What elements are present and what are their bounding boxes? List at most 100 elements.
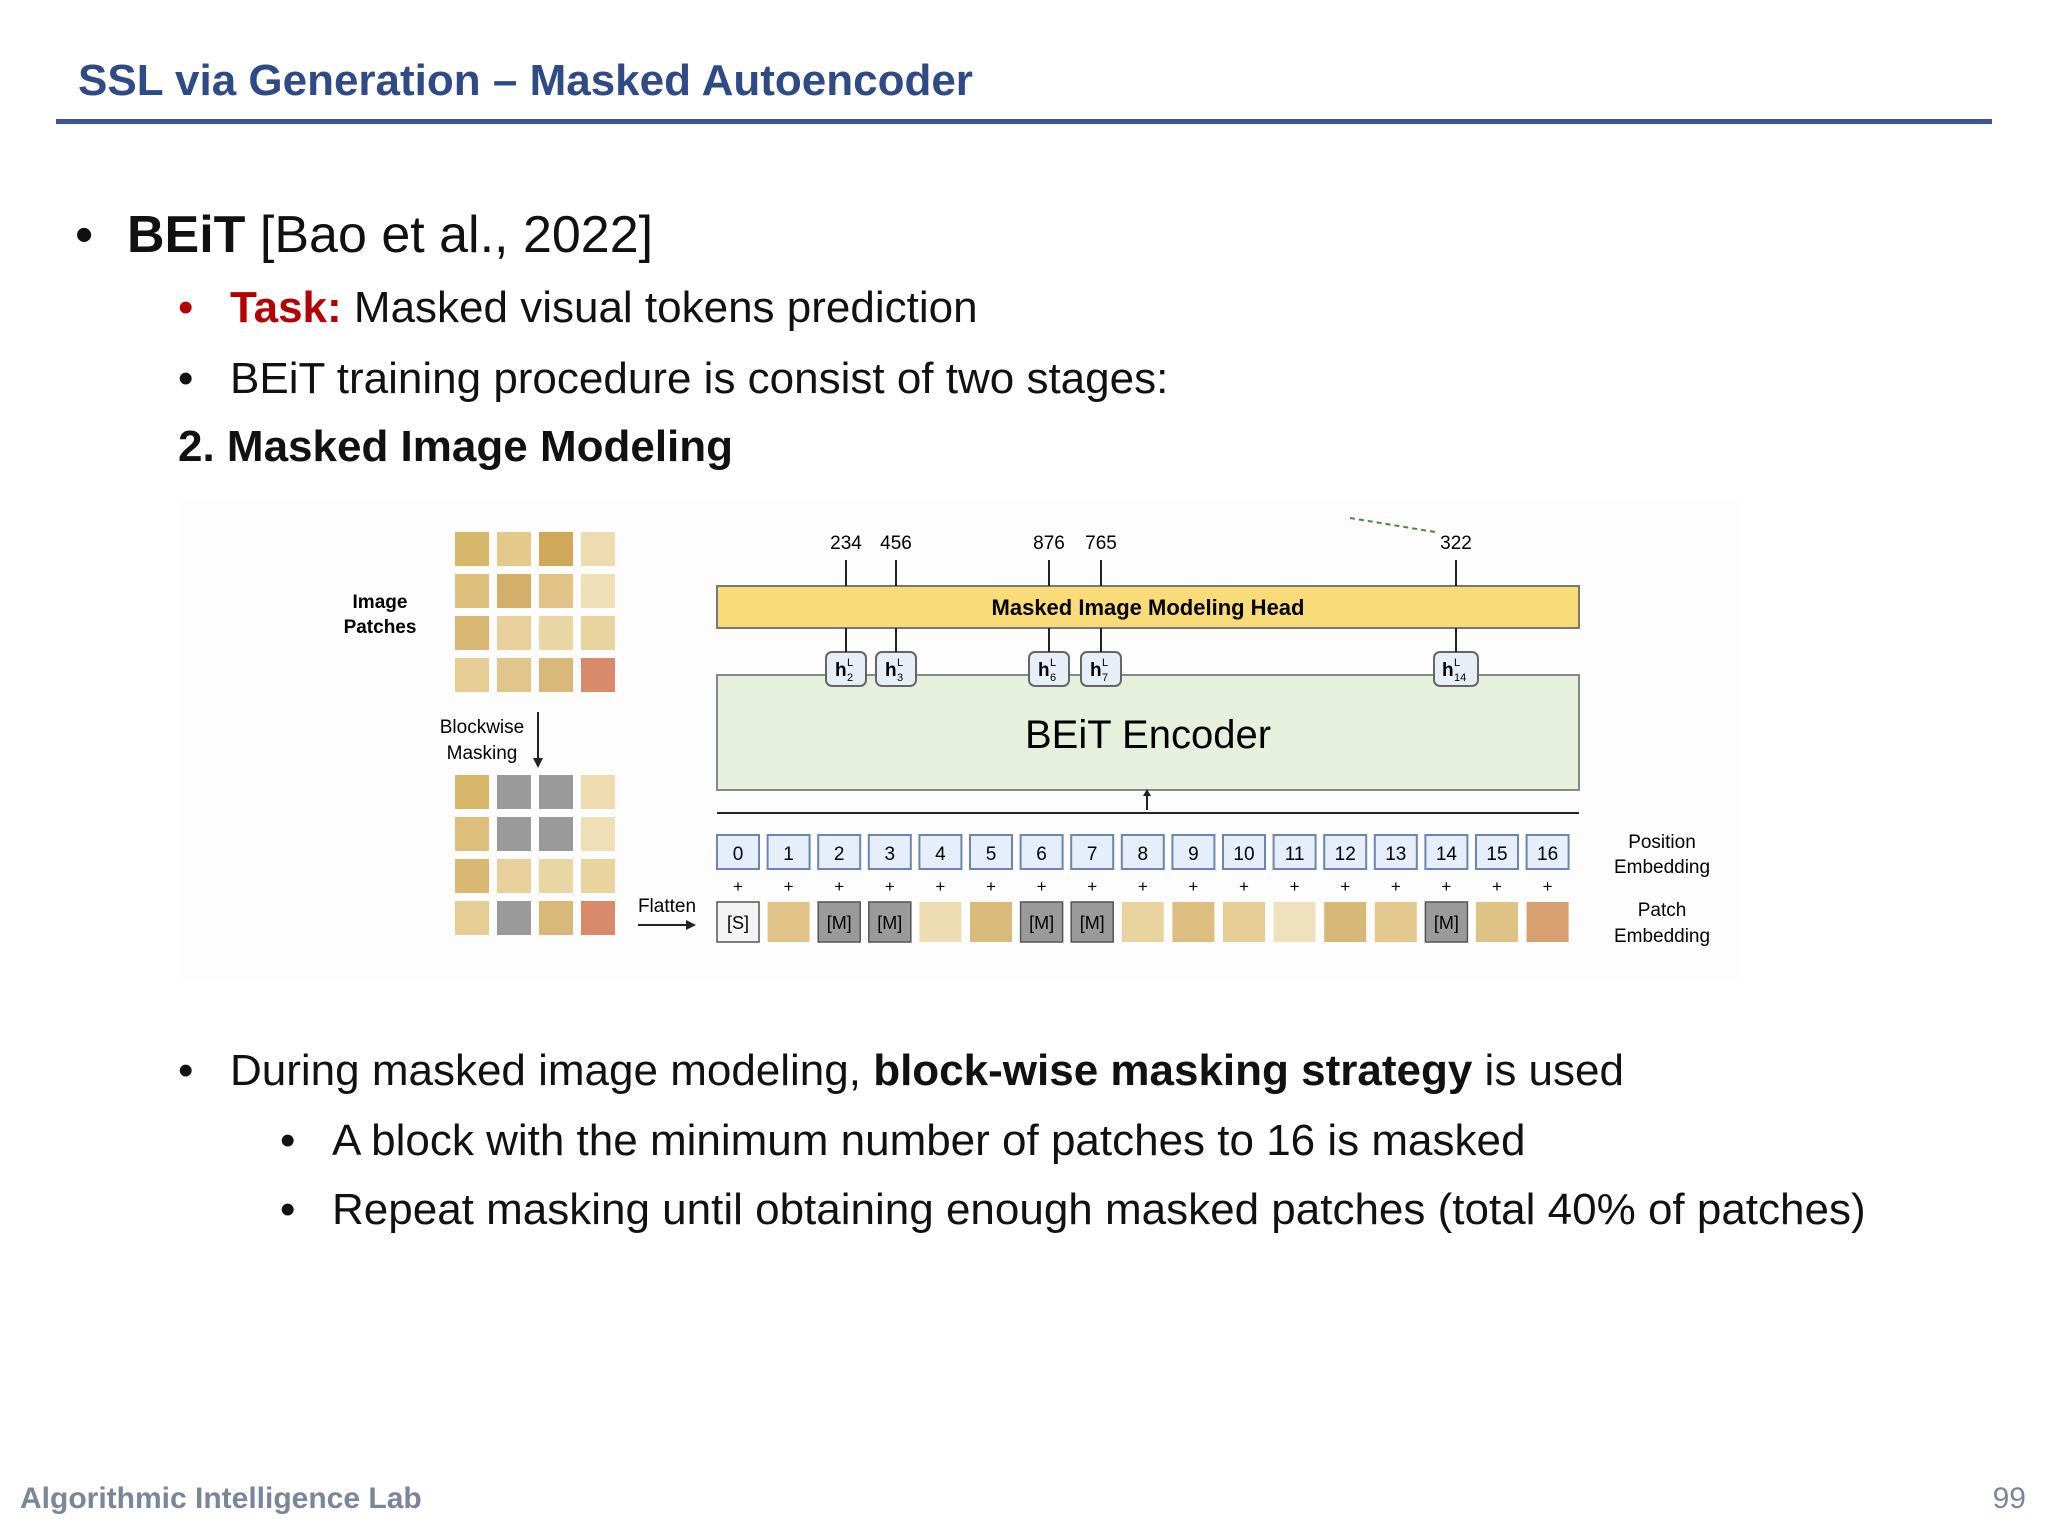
- masked-cell: [497, 775, 531, 809]
- hidden-state-label: h: [1038, 660, 1050, 681]
- beit-diagram: Image Patches Blockwise Masking Flatten …: [180, 500, 1740, 980]
- plus-sign: +: [1087, 877, 1097, 896]
- bullet-marker: •: [280, 1185, 296, 1234]
- position-index: 9: [1188, 844, 1199, 865]
- position-embedding: 8: [1120, 834, 1165, 870]
- hidden-state-superscript: L: [1102, 657, 1108, 669]
- patch-cell: [581, 532, 615, 566]
- hidden-state-14: h L 14: [1433, 651, 1479, 687]
- patch-cell: [581, 775, 615, 809]
- position-embedding: 5: [969, 834, 1013, 870]
- bullet-marker: •: [178, 354, 194, 403]
- output-token: 876: [1033, 533, 1065, 554]
- plus-sign: +: [935, 877, 945, 896]
- bullet-procedure: •BEiT training procedure is consist of t…: [178, 354, 1168, 404]
- patch-cell: [455, 859, 489, 893]
- mask-token: [M]: [868, 901, 912, 943]
- plus-sign: +: [733, 877, 743, 896]
- masked-cell: [497, 901, 531, 935]
- masked-cell: [539, 817, 573, 851]
- position-embedding: 13: [1373, 834, 1418, 870]
- position-index: 16: [1537, 844, 1558, 865]
- plus-sign: +: [885, 877, 895, 896]
- blockwise-label: Masking: [447, 743, 518, 764]
- hidden-state-label: h: [835, 660, 847, 681]
- encoder-label: BEiT Encoder: [1025, 713, 1271, 757]
- image-patch-token: [919, 902, 962, 942]
- hidden-state-2: h L 2: [825, 651, 867, 687]
- hidden-state-subscript: 6: [1050, 672, 1056, 684]
- plus-sign: +: [1441, 877, 1451, 896]
- position-index: 8: [1138, 844, 1149, 865]
- down-arrow-icon: [533, 712, 543, 768]
- mim-head-box: [716, 585, 1580, 629]
- position-embedding: 2: [817, 834, 862, 870]
- right-arrow-icon: [638, 920, 696, 930]
- mask-token: [M]: [1019, 901, 1064, 943]
- image-patch-token: [1273, 902, 1316, 942]
- position-index: 3: [885, 844, 896, 865]
- sub1-text: A block with the minimum number of patch…: [332, 1116, 1526, 1165]
- sub2-text: Repeat masking until obtaining enough ma…: [332, 1185, 1866, 1234]
- patch-cell: [455, 901, 489, 935]
- patch-cell: [539, 658, 573, 692]
- position-index: 6: [1036, 844, 1047, 865]
- position-index: 15: [1486, 844, 1507, 865]
- position-index: 4: [935, 844, 946, 865]
- image-patches-label: Image: [353, 592, 408, 613]
- mask-token: [M]: [817, 901, 861, 943]
- page-number: 99: [1992, 1482, 2026, 1515]
- bullet-during: •During masked image modeling, block-wis…: [178, 1046, 1624, 1096]
- image-patch-token: [1121, 902, 1164, 942]
- image-patch-token: [1324, 902, 1367, 942]
- image-patch-token: [1223, 902, 1265, 942]
- patch-cell: [539, 532, 573, 566]
- image-patch-token: [1526, 902, 1569, 942]
- patch-cell: [497, 658, 531, 692]
- during-text-bold: block-wise masking strategy: [873, 1046, 1473, 1095]
- beit-reference: [Bao et al., 2022]: [245, 206, 654, 264]
- token-label: [M]: [1434, 913, 1459, 933]
- position-embedding: 6: [1019, 834, 1064, 870]
- flatten-label: Flatten: [638, 896, 696, 917]
- position-embedding: 0: [716, 834, 760, 870]
- hidden-state-superscript: L: [847, 657, 853, 669]
- token-label: [M]: [877, 913, 902, 933]
- patch-cell: [497, 574, 531, 608]
- plus-sign: +: [1391, 877, 1401, 896]
- position-index: 0: [733, 844, 744, 865]
- position-index: 12: [1335, 844, 1356, 865]
- patch-cell: [539, 574, 573, 608]
- position-embedding: 16: [1525, 834, 1570, 870]
- position-embedding: 12: [1323, 834, 1368, 870]
- bullet-marker: •: [178, 283, 194, 332]
- position-embedding: 14: [1424, 834, 1469, 870]
- masked-patches-grid: [455, 775, 615, 935]
- hidden-state-subscript: 14: [1454, 672, 1466, 684]
- masked-cell: [539, 775, 573, 809]
- image-patches-label: Patches: [344, 617, 417, 638]
- patch-cell: [581, 574, 615, 608]
- bullet-sub1: •A block with the minimum number of patc…: [280, 1116, 1525, 1166]
- patch-cell: [455, 658, 489, 692]
- image-patch-token: [767, 902, 810, 942]
- bullet-sub2: • Repeat masking until obtaining enough m…: [280, 1185, 1866, 1235]
- patch-cell: [455, 775, 489, 809]
- patch-cell: [581, 616, 615, 650]
- patch-cell: [581, 658, 615, 692]
- plus-sign: +: [1239, 877, 1249, 896]
- bullet-beit: •BEiT [Bao et al., 2022]: [75, 205, 653, 265]
- position-embedding-label: Embedding: [1614, 857, 1710, 878]
- position-index: 7: [1087, 844, 1098, 865]
- hidden-state-subscript: 2: [847, 672, 853, 684]
- output-token: 765: [1085, 533, 1117, 554]
- patch-cell: [581, 859, 615, 893]
- patch-cell: [455, 616, 489, 650]
- hidden-state-label: h: [1090, 660, 1102, 681]
- position-index: 1: [783, 844, 794, 865]
- patch-cell: [497, 616, 531, 650]
- plus-sign: +: [1492, 877, 1502, 896]
- patch-cell: [539, 859, 573, 893]
- mim-head-label: Masked Image Modeling Head: [992, 595, 1305, 620]
- patch-cell: [497, 859, 531, 893]
